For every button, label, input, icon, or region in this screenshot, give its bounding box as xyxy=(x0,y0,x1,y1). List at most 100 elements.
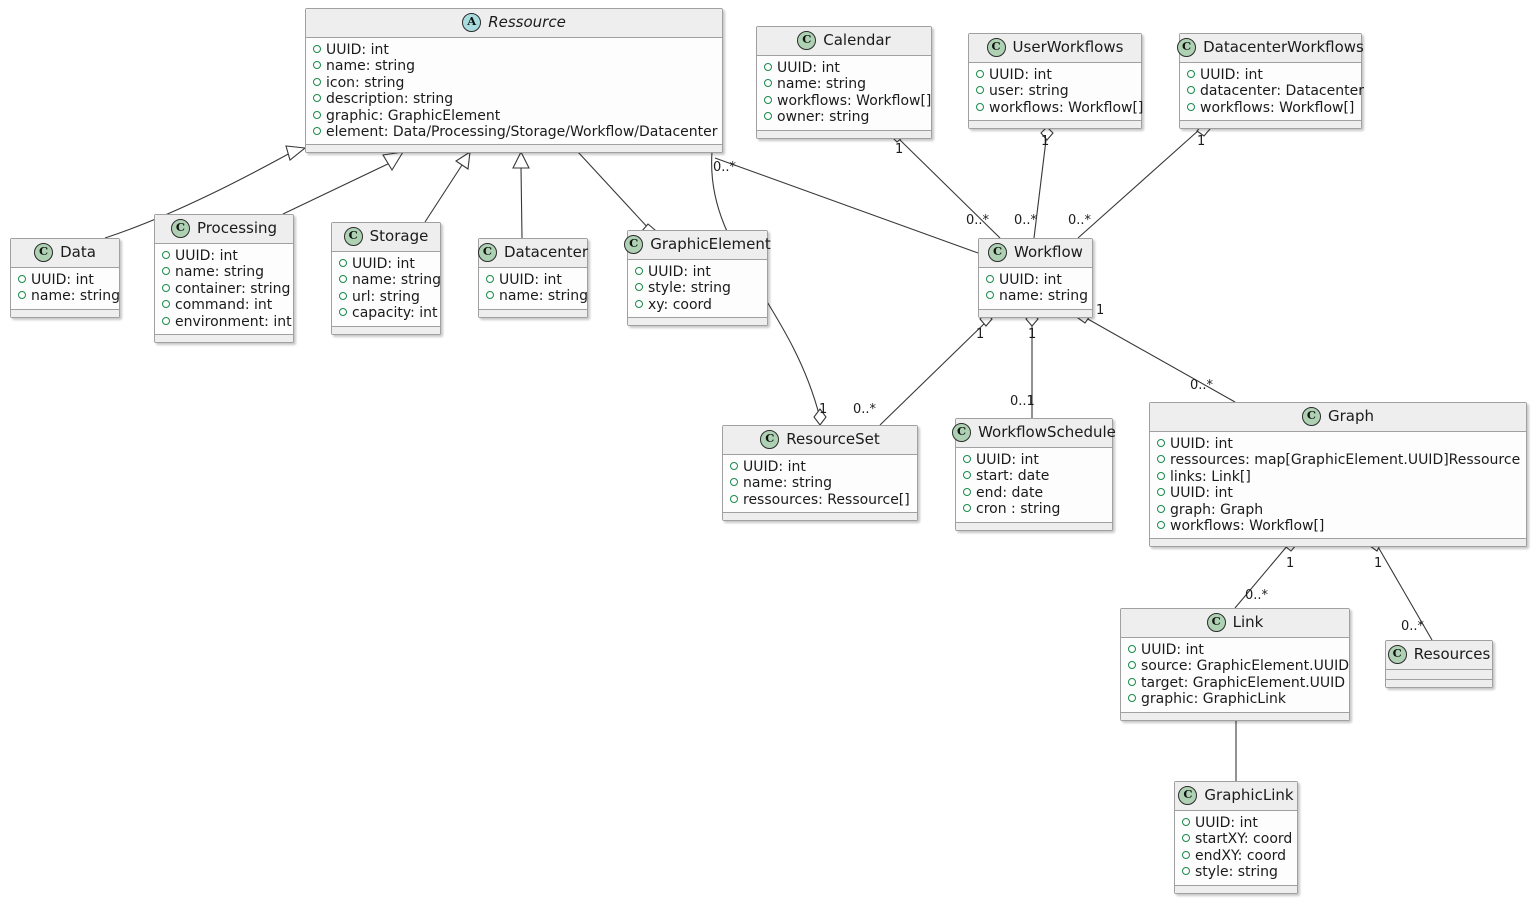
class-methods-compartment-userworkflows xyxy=(969,120,1141,129)
class-name-userworkflows: UserWorkflows xyxy=(1012,38,1124,56)
class-methods-compartment-graphicelement xyxy=(628,317,767,326)
visibility-public-icon xyxy=(1157,521,1165,530)
class-name-graphiclink: GraphicLink xyxy=(1204,786,1294,804)
attribute-text: UUID: int xyxy=(1200,67,1263,83)
attribute-row: workflows: Workflow[] xyxy=(976,100,1143,116)
attribute-row: end: date xyxy=(963,485,1105,501)
visibility-public-icon xyxy=(1182,834,1190,843)
attribute-row: UUID: int xyxy=(18,272,112,288)
attribute-text: cron : string xyxy=(976,501,1061,518)
class-methods-compartment-data xyxy=(11,308,119,317)
attribute-row: environment: int xyxy=(162,314,292,330)
visibility-public-icon xyxy=(1157,471,1165,480)
class-name-workflow: Workflow xyxy=(1014,243,1083,261)
attribute-text: element: Data/Processing/Storage/Workflo… xyxy=(326,124,718,141)
class-methods-compartment-graphiclink xyxy=(1175,884,1297,893)
attribute-row: name: string xyxy=(764,76,924,92)
class-methods-compartment-processing xyxy=(155,334,293,343)
visibility-public-icon xyxy=(339,259,347,267)
multiplicity-label: 0..* xyxy=(1190,378,1214,393)
attribute-row: workflows: Workflow[] xyxy=(1157,518,1519,534)
attribute-row: command: int xyxy=(162,297,286,313)
multiplicity-label: 1 xyxy=(1096,303,1105,318)
class-name-link: Link xyxy=(1232,613,1264,631)
multiplicity-label: 1 xyxy=(1197,134,1206,149)
abstract-stereotype-icon: A xyxy=(462,13,482,32)
attribute-row: UUID: int xyxy=(1157,436,1519,452)
visibility-public-icon xyxy=(1182,867,1190,876)
attribute-text: xy: coord xyxy=(648,296,712,313)
attribute-row: UUID: int xyxy=(635,264,760,280)
edge-processing-ressource xyxy=(282,161,393,215)
edge-datacenter-ressource xyxy=(520,166,523,239)
attribute-text: name: string xyxy=(999,288,1089,305)
attribute-text: UUID: int xyxy=(999,272,1062,288)
visibility-public-icon xyxy=(1157,439,1165,447)
class-stereotype-icon: C xyxy=(986,38,1006,57)
class-stereotype-icon: C xyxy=(477,243,497,262)
class-name-data: Data xyxy=(60,243,96,261)
multiplicity-label: 1 xyxy=(819,402,828,417)
visibility-public-icon xyxy=(635,299,643,308)
visibility-public-icon xyxy=(730,462,738,470)
attribute-text: target: GraphicElement.UUID xyxy=(1141,674,1346,691)
attribute-row: UUID: int xyxy=(486,272,580,288)
multiplicity-label: 0..* xyxy=(713,160,737,175)
attribute-text: ressources: Ressource[] xyxy=(743,491,910,508)
multiplicity-label: 0..* xyxy=(1068,213,1092,228)
multiplicity-label: 0..* xyxy=(1014,213,1038,228)
attribute-text: source: GraphicElement.UUID xyxy=(1141,658,1350,675)
attribute-text: ressources: map[GraphicElement.UUID]Ress… xyxy=(1170,452,1521,469)
attribute-text: datacenter: Datacenter xyxy=(1200,83,1364,100)
class-name-storage: Storage xyxy=(369,227,429,245)
visibility-public-icon xyxy=(1128,677,1136,686)
attribute-row: element: Data/Processing/Storage/Workflo… xyxy=(313,124,718,141)
multiplicity-label: 0..1 xyxy=(1010,394,1035,409)
attribute-text: UUID: int xyxy=(989,67,1052,83)
visibility-public-icon xyxy=(162,316,170,325)
visibility-public-icon xyxy=(162,267,170,276)
visibility-public-icon xyxy=(1187,86,1195,95)
class-stereotype-icon: C xyxy=(1387,645,1407,664)
attribute-row: owner: string xyxy=(764,109,924,125)
visibility-public-icon xyxy=(162,251,170,259)
class-stereotype-icon: C xyxy=(952,423,972,442)
attribute-row: datacenter: Datacenter xyxy=(1187,83,1364,99)
class-name-datacenter: Datacenter xyxy=(503,243,589,261)
attribute-text: UUID: int xyxy=(1170,485,1233,502)
visibility-public-icon xyxy=(963,487,971,496)
attribute-text: graph: Graph xyxy=(1170,501,1264,518)
visibility-public-icon xyxy=(976,102,984,111)
attribute-row: graph: Graph xyxy=(1157,502,1519,518)
attribute-text: name: string xyxy=(326,58,416,75)
attribute-text: links: Link[] xyxy=(1170,468,1251,485)
attribute-text: UUID: int xyxy=(743,459,806,475)
class-stereotype-icon: C xyxy=(343,227,363,246)
visibility-public-icon xyxy=(1128,694,1136,703)
attribute-text: UUID: int xyxy=(31,272,94,288)
